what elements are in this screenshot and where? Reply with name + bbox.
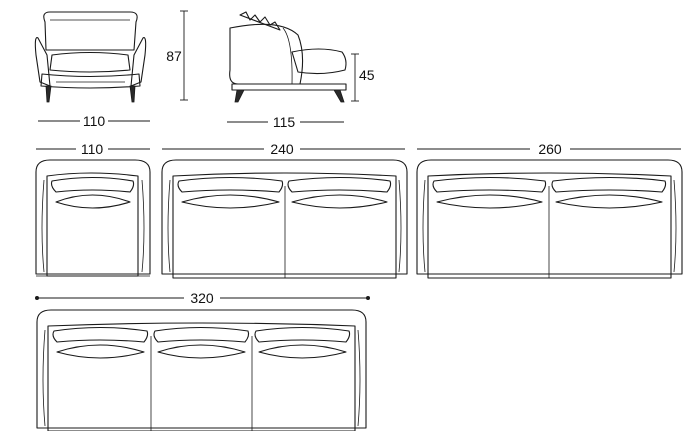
plan-wide-dimension: 260 [417,141,681,157]
front-width-label: 110 [83,113,106,129]
seat-height-dimension: 45 [351,53,375,102]
plan-single-sofa [35,159,151,277]
seat-height-label: 45 [359,67,375,83]
plan-three-sofa [36,309,367,431]
depth-label: 115 [273,114,296,130]
plan-wide-sofa [416,159,683,279]
plan-three-dimension: 320 [35,290,370,306]
plan-wide-label: 260 [538,141,562,157]
plan-two-dimension: 240 [162,141,405,157]
total-height-label: 87 [166,48,182,64]
plan-two-label: 240 [270,141,294,157]
armchair-front-view [34,11,147,103]
plan-two-sofa [161,159,408,279]
plan-single-label: 110 [81,141,104,157]
total-height-dimension: 87 [166,10,188,101]
plan-single-dimension: 110 [36,141,150,157]
front-width-dimension: 110 [38,113,150,129]
plan-three-label: 320 [190,290,214,306]
armchair-side-view [229,11,347,103]
depth-dimension: 115 [227,114,344,130]
